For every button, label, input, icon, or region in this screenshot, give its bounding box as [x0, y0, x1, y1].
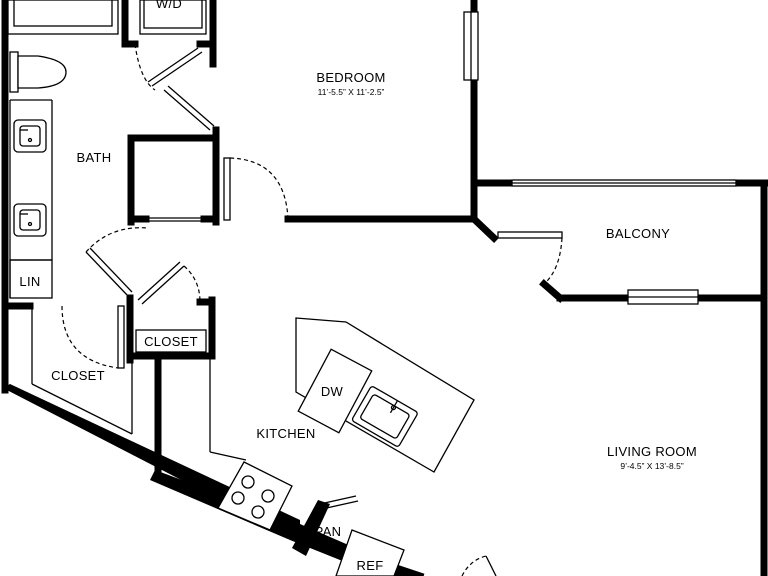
refrigerator	[335, 529, 405, 576]
stove	[217, 461, 293, 531]
toilet	[9, 51, 67, 93]
wd-label: W/D	[156, 0, 182, 11]
bath-sink-2	[13, 203, 47, 237]
kitchen-island	[295, 317, 475, 473]
bedroom-label: BEDROOM	[316, 70, 385, 85]
doors	[61, 43, 563, 576]
bedroom-dimensions: 11’-5.5” X 11’-2.5”	[318, 87, 385, 97]
pantry-label: PAN	[315, 524, 342, 539]
closet-center-label: CLOSET	[144, 334, 198, 349]
dw-label: DW	[321, 384, 344, 399]
kitchen-sink	[351, 386, 418, 447]
labels: W/D BEDROOM 11’-5.5” X 11’-2.5” BATH LIN…	[19, 0, 697, 573]
windows	[463, 11, 737, 305]
closet-left-label: CLOSET	[51, 368, 105, 383]
living-room-label: LIVING ROOM	[607, 444, 697, 459]
refrigerator-label: REF	[357, 558, 384, 573]
bath-label: BATH	[77, 150, 112, 165]
kitchen-label: KITCHEN	[256, 426, 315, 441]
balcony-label: BALCONY	[606, 226, 670, 241]
living-room-dimensions: 9’-4.5” X 13’-8.5”	[620, 461, 683, 471]
dishwasher	[297, 348, 373, 434]
lin-label: LIN	[19, 274, 40, 289]
fixtures	[7, 0, 475, 576]
bath-sink-1	[13, 119, 47, 153]
